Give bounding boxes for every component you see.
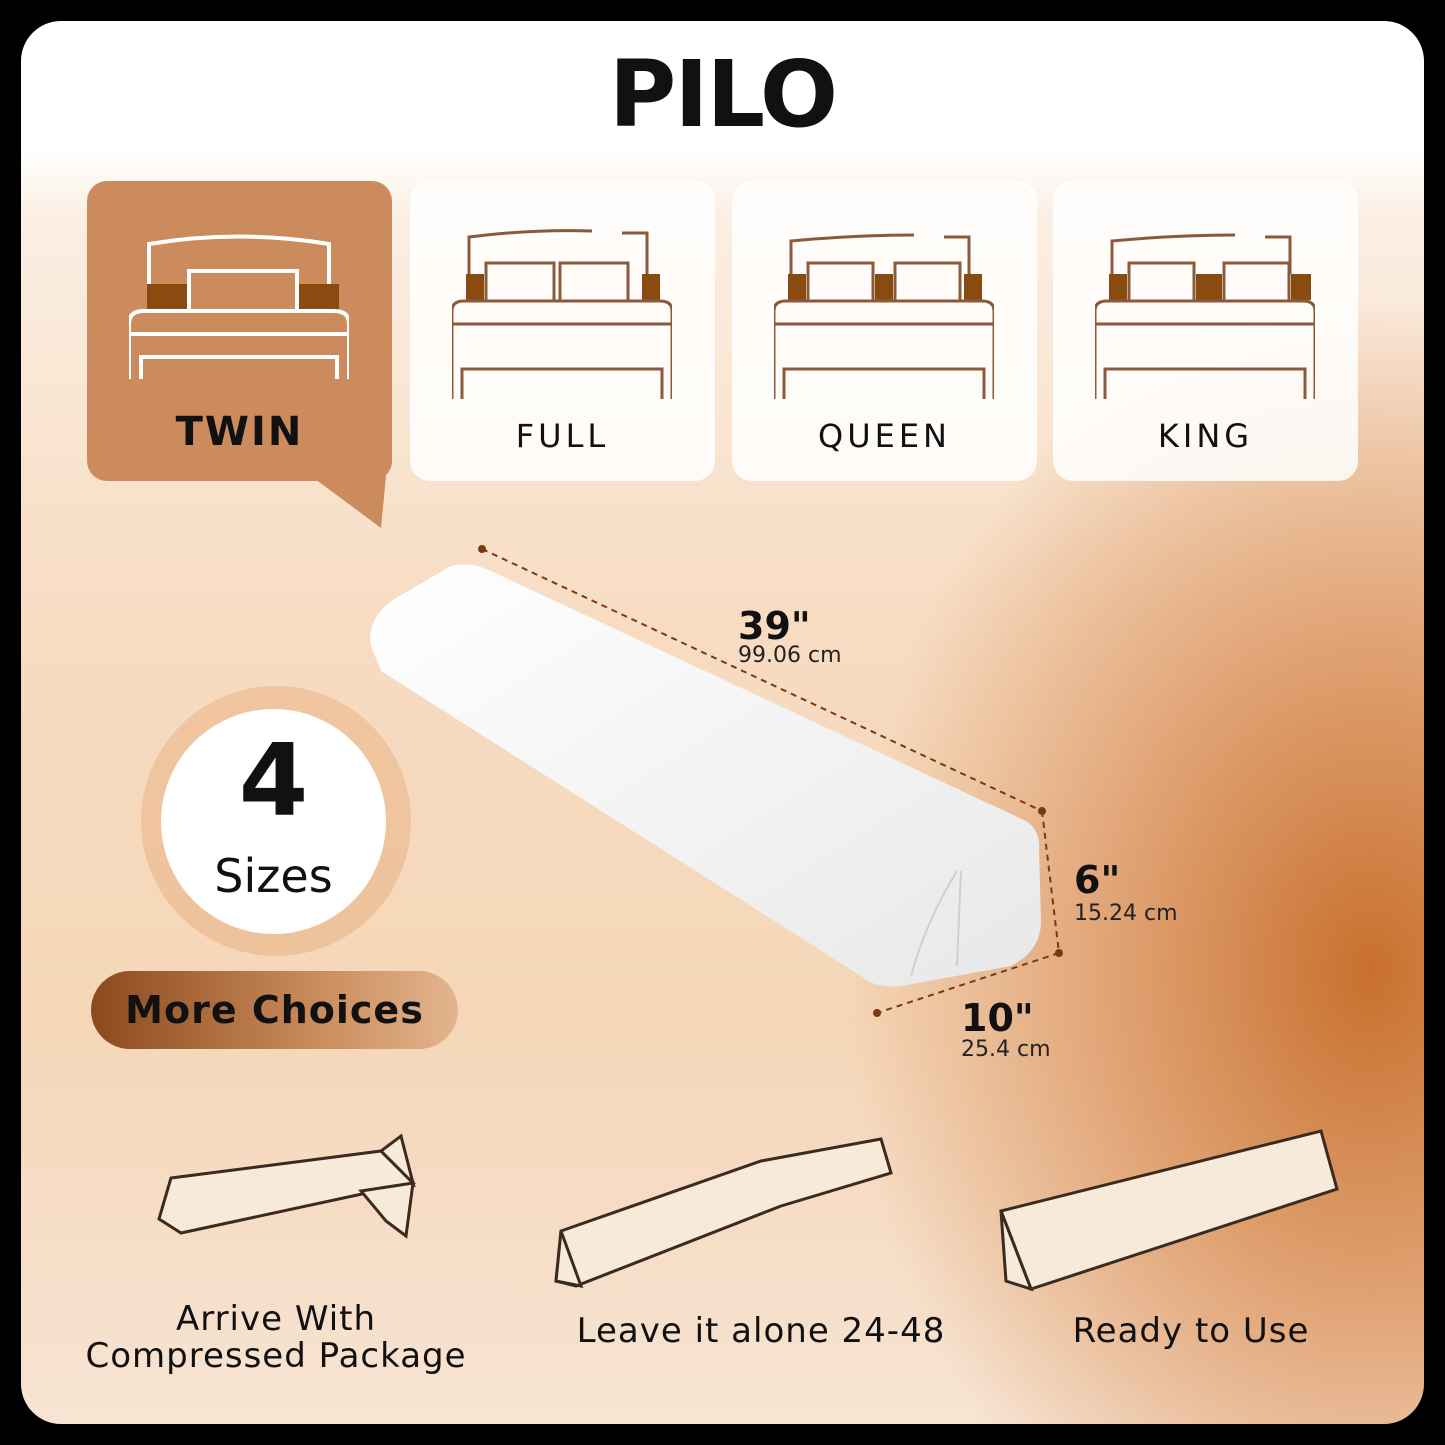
- step-ready-to-use: Ready to Use: [1072, 1311, 1310, 1351]
- height-inches: 6": [1074, 858, 1121, 902]
- full-bed-icon: [452, 229, 672, 399]
- sizes-count: 4: [238, 722, 309, 839]
- width-inches: 10": [961, 996, 1034, 1040]
- step-leave-alone: Leave it alone 24-48: [576, 1311, 946, 1351]
- steps-illustrations: [157, 1129, 1339, 1292]
- width-dimension: 10" 25.4 cm: [961, 999, 1051, 1061]
- length-dimension: 39" 99.06 cm: [738, 607, 842, 667]
- product-card: PILO TWIN FULL QUEEN KING 4 Sizes More C…: [21, 21, 1424, 1424]
- size-option-king[interactable]: KING: [1053, 181, 1358, 481]
- length-inches: 39": [738, 604, 811, 648]
- step-arrive-compressed: Arrive With Compressed Package: [85, 1299, 467, 1377]
- compressed-package-icon: [157, 1133, 417, 1239]
- expanding-pillow-icon: [554, 1137, 893, 1288]
- pillow-illustration: [370, 545, 1063, 1017]
- brand-logo: PILO: [608, 41, 838, 148]
- ready-pillow-icon: [998, 1129, 1339, 1292]
- size-label: TWIN: [175, 409, 304, 455]
- height-cm: 15.24 cm: [1074, 901, 1178, 926]
- twin-bed-icon: [129, 234, 349, 379]
- size-label: QUEEN: [818, 417, 951, 455]
- width-cm: 25.4 cm: [961, 1037, 1051, 1062]
- more-choices-button[interactable]: More Choices: [91, 971, 458, 1049]
- speech-bubble-tail: [311, 476, 386, 528]
- size-option-queen[interactable]: QUEEN: [732, 181, 1037, 481]
- queen-bed-icon: [774, 233, 994, 399]
- size-label: FULL: [515, 417, 610, 455]
- height-dimension: 6" 15.24 cm: [1074, 861, 1178, 925]
- size-label: KING: [1157, 417, 1254, 455]
- sizes-label: Sizes: [214, 849, 333, 903]
- size-option-twin[interactable]: TWIN: [87, 181, 392, 481]
- size-option-full[interactable]: FULL: [410, 181, 715, 481]
- sizes-badge: 4 Sizes: [161, 709, 386, 934]
- length-cm: 99.06 cm: [738, 643, 842, 668]
- king-bed-icon: [1095, 233, 1315, 399]
